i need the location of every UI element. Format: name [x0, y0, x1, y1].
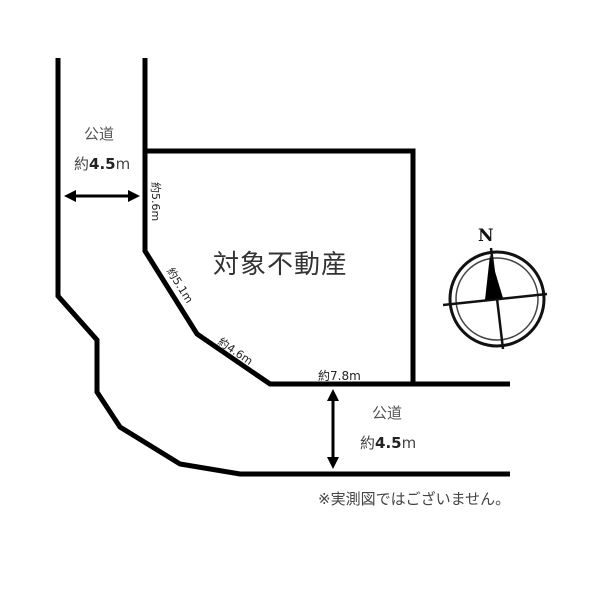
property-boundary	[142, 58, 510, 387]
dimension-west-edge: 約5.6m	[149, 182, 162, 222]
disclaimer-note: ※実測図ではございません。	[318, 490, 511, 508]
west-road-width-unit: m	[115, 155, 131, 173]
dimension-south-edge: 約7.8m	[318, 369, 361, 383]
compass-icon	[442, 247, 548, 350]
west-road-width-prefix: 約	[74, 155, 90, 173]
west-road-outer-edge	[55, 58, 510, 477]
south-road-width-unit: m	[401, 434, 417, 452]
west-road-width-arrow	[64, 190, 140, 202]
south-road-width-value: 4.5	[375, 434, 402, 452]
south-road-width: 約4.5m	[360, 436, 416, 451]
west-road-width: 約4.5m	[74, 157, 130, 172]
property-top-right-boundary	[145, 148, 416, 384]
south-road-name: 公道	[372, 404, 403, 422]
south-road-width-arrow	[327, 389, 339, 469]
west-road-name: 公道	[84, 125, 115, 143]
west-road-width-value: 4.5	[89, 155, 116, 173]
compass-north-label: N	[478, 226, 494, 246]
south-road-width-prefix: 約	[360, 434, 376, 452]
subject-property-label: 対象不動産	[213, 250, 349, 280]
